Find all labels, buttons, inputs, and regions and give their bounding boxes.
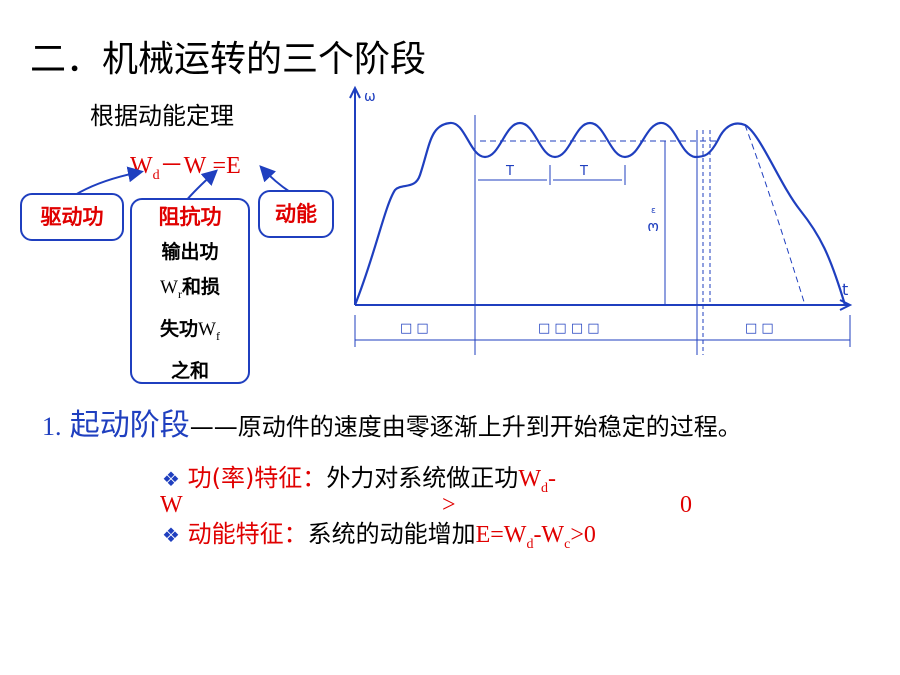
power-feature-bullet: ❖ 功(率)特征：外力对系统做正功Wd- (162, 464, 556, 496)
dashed-decline (744, 124, 806, 306)
omega-axis-label: ω (364, 89, 376, 105)
diamond-bullet-icon: ❖ (162, 523, 180, 547)
stage-label-stop: □ □ (745, 321, 774, 336)
speed-time-diagram: ω t T T ε ω □ □ □ □ □ □ □ □ (349, 85, 853, 355)
stage-label-start: □ □ (400, 321, 429, 336)
omega-mark-label: ω (647, 219, 659, 235)
stage-label-steady: □ □ □ □ (538, 321, 600, 336)
period-label-2: T (579, 164, 588, 179)
speed-curve (353, 121, 847, 306)
y-axis-arrow (349, 85, 361, 99)
kinetic-energy-box: 动能 (258, 190, 334, 238)
power-formula-wrap-zero: 0 (680, 492, 692, 518)
drive-work-box: 驱动功 (20, 193, 124, 241)
stage-1-heading: 1. 起动阶段——原动件的速度由零逐渐上升到开始稳定的过程。 (42, 408, 742, 443)
diamond-bullet-icon: ❖ (162, 467, 180, 491)
period-label-1: T (505, 164, 514, 179)
resist-work-box: 阻抗功 输出功 Wr和损 失功Wf 之和 (130, 198, 250, 384)
power-formula-wrap-w: W (160, 492, 183, 518)
kinetic-feature-bullet: ❖ 动能特征：系统的动能增加E=Wd-Wc>0 (162, 520, 596, 552)
epsilon-label: ε (651, 206, 656, 216)
t-axis-label: t (842, 280, 848, 299)
slide-title: 二．机械运转的三个阶段 (30, 39, 427, 80)
subtitle: 根据动能定理 (90, 102, 234, 130)
power-formula-wrap-gt: > (442, 492, 456, 518)
